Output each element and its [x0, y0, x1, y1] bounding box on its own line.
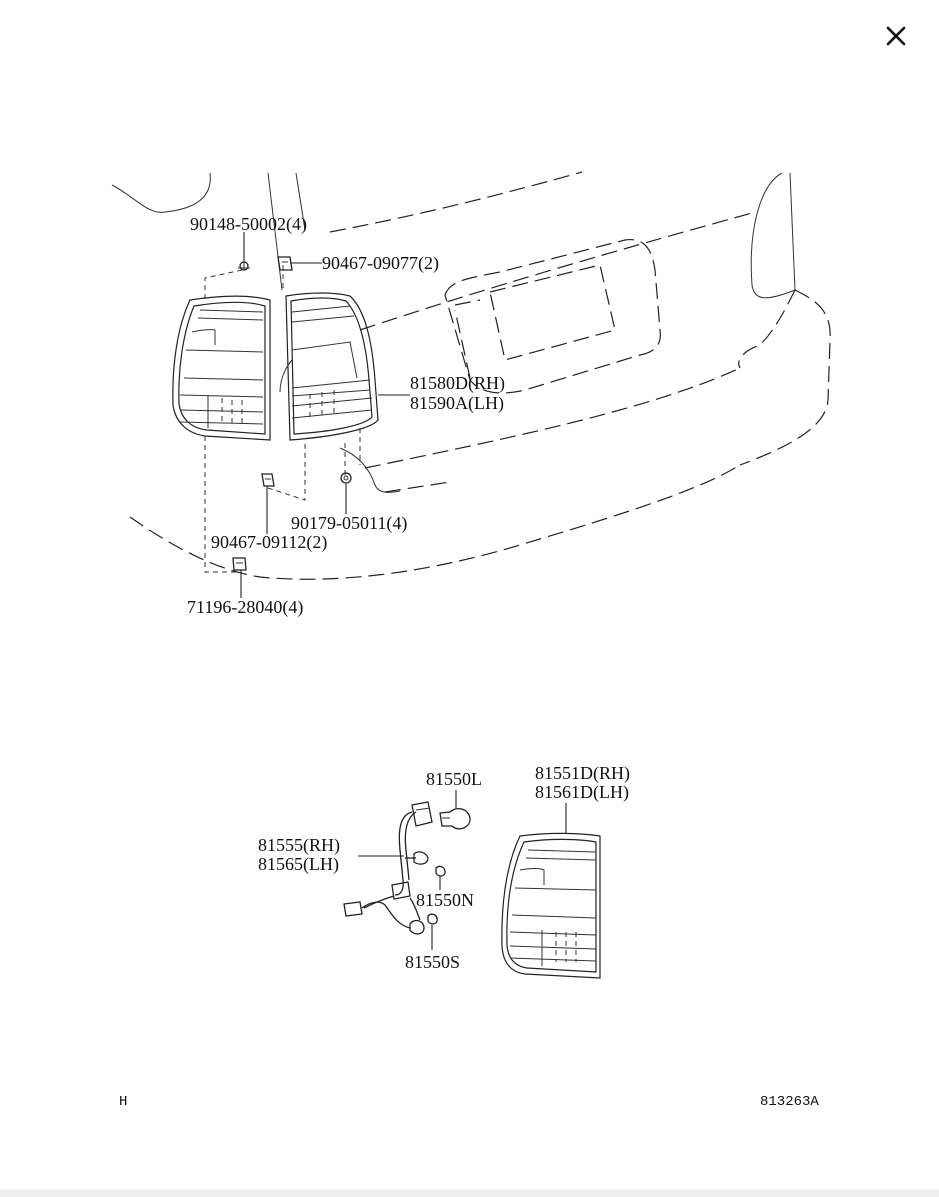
label-clip-top: 90467-09077(2) [322, 253, 439, 274]
label-socket-lh: 81565(LH) [258, 854, 339, 875]
clip-part-bottom [261, 473, 275, 487]
bottom-leader-lines [358, 790, 567, 950]
quarter-lamp [172, 295, 271, 441]
label-bulb-s: 81550S [405, 952, 460, 972]
retainer-part [232, 557, 247, 571]
close-button[interactable] [876, 16, 916, 56]
bulb-small-n [435, 865, 446, 877]
label-screw: 90148-50002(4) [190, 214, 307, 235]
bulb-small-s [427, 913, 438, 925]
label-lamp-lh: 81590A(LH) [410, 393, 504, 414]
close-icon [886, 26, 906, 46]
footer-left-code: H [119, 1094, 127, 1110]
vehicle-body-outline [111, 171, 831, 580]
bottom-strip [0, 1190, 939, 1197]
label-bulb-n: 81550N [416, 890, 474, 910]
bulb-large [439, 807, 471, 830]
mounting-lines [204, 265, 361, 573]
screw-part [238, 261, 250, 271]
footer-right-code: 813263A [760, 1094, 819, 1110]
label-bulb-l: 81550L [426, 769, 482, 789]
label-clip-bottom: 90467-09112(2) [211, 532, 327, 553]
label-retainer: 71196-28040(4) [187, 597, 303, 618]
label-lamp-rh: 81580D(RH) [410, 373, 505, 394]
label-lens-rh: 81551D(RH) [535, 763, 630, 784]
lamp-lens [501, 832, 601, 979]
nut-part [340, 472, 352, 484]
label-socket-rh: 81555(RH) [258, 835, 340, 856]
label-nut: 90179-05011(4) [291, 513, 407, 534]
rear-combination-lamp [279, 292, 379, 441]
socket-and-wire [343, 801, 433, 935]
clip-part-top [277, 256, 293, 271]
label-lens-lh: 81561D(LH) [535, 782, 629, 803]
top-leader-lines [240, 232, 410, 598]
